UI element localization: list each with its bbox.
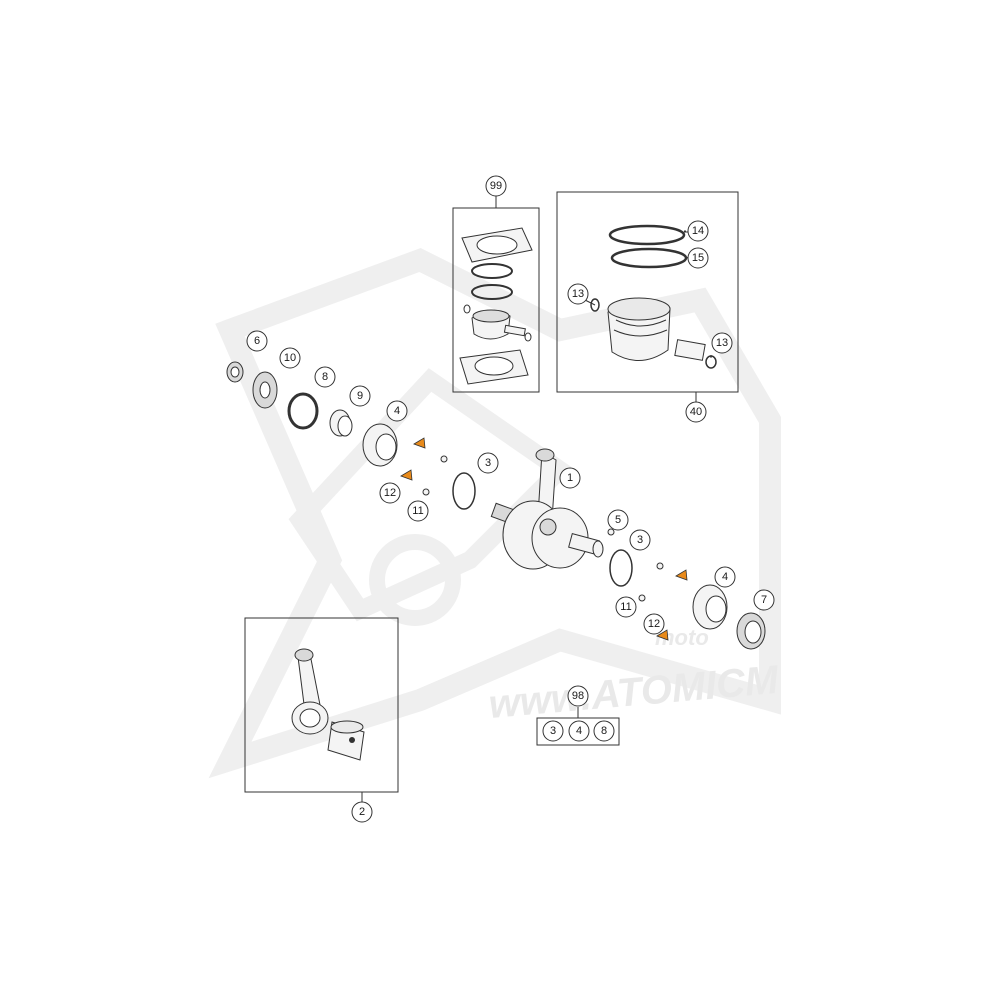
callout-11-left[interactable]: 11 <box>407 500 429 522</box>
kit-98-item-2-label: 4 <box>576 725 582 737</box>
callout-3-left[interactable]: 3 <box>477 452 499 474</box>
callout-9[interactable]: 9 <box>349 385 371 407</box>
right-shaft-parts <box>607 528 766 650</box>
circlip-icon <box>590 298 600 312</box>
callout-14[interactable]: 14 <box>687 220 709 242</box>
crankshaft-icon <box>490 448 604 570</box>
callout-1[interactable]: 1 <box>559 467 581 489</box>
bolt-icon <box>422 488 430 496</box>
callout-3-right-label: 3 <box>637 534 643 546</box>
compression-ring-icon <box>608 224 686 246</box>
shim-ring-icon <box>609 549 633 587</box>
kit-2-box <box>244 617 399 802</box>
oil-jet-icon <box>607 528 615 536</box>
callout-4-right-label: 4 <box>722 571 728 583</box>
callout-8-label: 8 <box>322 371 328 383</box>
bolt-icon <box>656 562 664 570</box>
callout-13-right-label: 13 <box>716 337 728 349</box>
piston-ring-icon <box>471 263 513 279</box>
bearing-shell-icon <box>400 469 413 481</box>
oil-ring-icon <box>610 247 688 269</box>
callout-8[interactable]: 8 <box>314 366 336 388</box>
piston-pin-icon <box>674 339 706 361</box>
callout-4-left[interactable]: 4 <box>386 400 408 422</box>
callout-14-label: 14 <box>692 225 704 237</box>
left-shaft-parts <box>226 361 476 510</box>
callout-4-right[interactable]: 4 <box>714 566 736 588</box>
callout-3-left-label: 3 <box>485 457 491 469</box>
bolt-icon <box>440 455 448 463</box>
callout-12-left[interactable]: 12 <box>379 482 401 504</box>
callout-9-label: 9 <box>357 390 363 402</box>
callout-7[interactable]: 7 <box>753 589 775 611</box>
callout-12-right-label: 12 <box>648 618 660 630</box>
kit-40-box <box>556 191 739 402</box>
callout-11-left-label: 11 <box>412 505 423 517</box>
watermark-logo-circle <box>369 534 461 626</box>
callout-13-left-label: 13 <box>572 288 584 300</box>
callout-7-label: 7 <box>761 594 767 606</box>
callout-12-right[interactable]: 12 <box>643 613 665 635</box>
kit-99-box <box>452 195 540 393</box>
piston-pin-small-icon <box>503 324 526 337</box>
callout-40-label: 40 <box>690 406 702 418</box>
callout-5-label: 5 <box>615 514 621 526</box>
callout-15-label: 15 <box>692 252 704 264</box>
kit-98-item-2[interactable]: 4 <box>568 720 590 742</box>
callout-98-label: 98 <box>572 690 584 702</box>
callout-2-label: 2 <box>359 806 365 818</box>
callout-2[interactable]: 2 <box>351 801 373 823</box>
piston-ring-icon <box>471 284 513 300</box>
kit-98-item-1-label: 3 <box>550 725 556 737</box>
callout-12-left-label: 12 <box>384 487 396 499</box>
callout-11-right[interactable]: 11 <box>615 596 637 618</box>
callout-6-label: 6 <box>254 335 260 347</box>
bearing-shell-icon <box>413 437 426 449</box>
callout-99-label: 99 <box>490 180 502 192</box>
callout-1-label: 1 <box>567 472 573 484</box>
kit-98-item-1[interactable]: 3 <box>542 720 564 742</box>
callout-99[interactable]: 99 <box>485 175 507 197</box>
bearing-shell-icon <box>675 569 688 581</box>
callout-98[interactable]: 98 <box>567 685 589 707</box>
bearing-shell-icon <box>656 629 669 641</box>
callout-3-right[interactable]: 3 <box>629 529 651 551</box>
shim-ring-icon <box>452 472 476 510</box>
callout-11-right-label: 11 <box>620 601 631 613</box>
callout-13-left[interactable]: 13 <box>567 283 589 305</box>
kit-98-box <box>536 707 620 746</box>
callout-13-right[interactable]: 13 <box>711 332 733 354</box>
callout-10-label: 10 <box>284 352 296 364</box>
callout-5[interactable]: 5 <box>607 509 629 531</box>
callout-6[interactable]: 6 <box>246 330 268 352</box>
seal-ring-icon <box>287 392 319 430</box>
bolt-icon <box>638 594 646 602</box>
callout-4-left-label: 4 <box>394 405 400 417</box>
kit-98-item-3-label: 8 <box>601 725 607 737</box>
callout-15[interactable]: 15 <box>687 247 709 269</box>
callout-40[interactable]: 40 <box>685 401 707 423</box>
callout-10[interactable]: 10 <box>279 347 301 369</box>
kit-98-item-3[interactable]: 8 <box>593 720 615 742</box>
leader-lines <box>584 230 712 358</box>
